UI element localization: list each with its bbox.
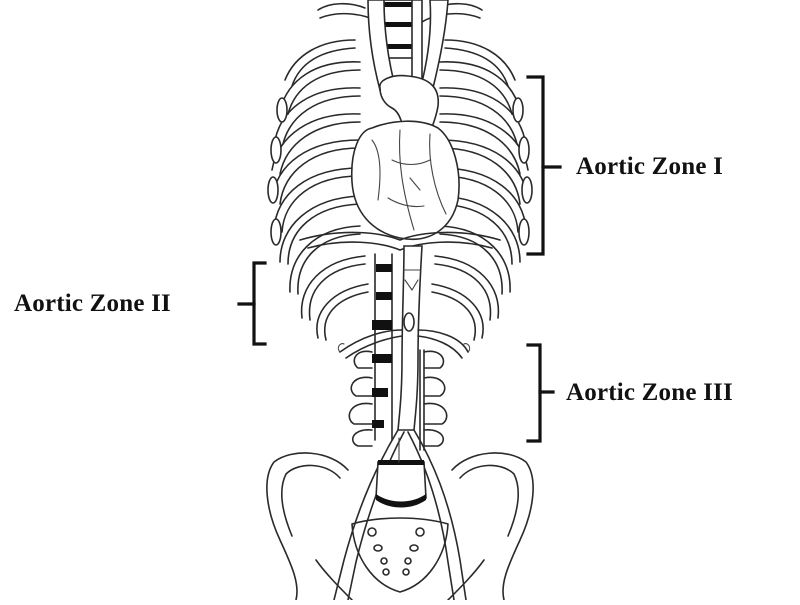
lower-lumbar-vertebra xyxy=(375,437,427,508)
ribcage-left xyxy=(267,39,369,341)
zone-3-label: Aortic Zone III xyxy=(566,379,733,406)
zone-1-bracket xyxy=(526,75,562,256)
heart-and-aortic-arch xyxy=(350,74,460,240)
descending-aorta xyxy=(397,245,423,431)
lumbar-processes xyxy=(348,349,448,451)
iliac-arteries xyxy=(333,429,467,601)
visceral-branches xyxy=(337,329,471,359)
pelvis xyxy=(266,452,534,601)
zone-3-bracket xyxy=(526,343,555,443)
diaphragm xyxy=(299,231,501,251)
zone-2-bracket xyxy=(237,261,267,346)
zone-1-label: Aortic Zone I xyxy=(576,153,724,180)
ribcage-right xyxy=(431,39,533,341)
spine-lumbar xyxy=(372,253,393,441)
zone-2-label: Aortic Zone II xyxy=(14,290,171,317)
